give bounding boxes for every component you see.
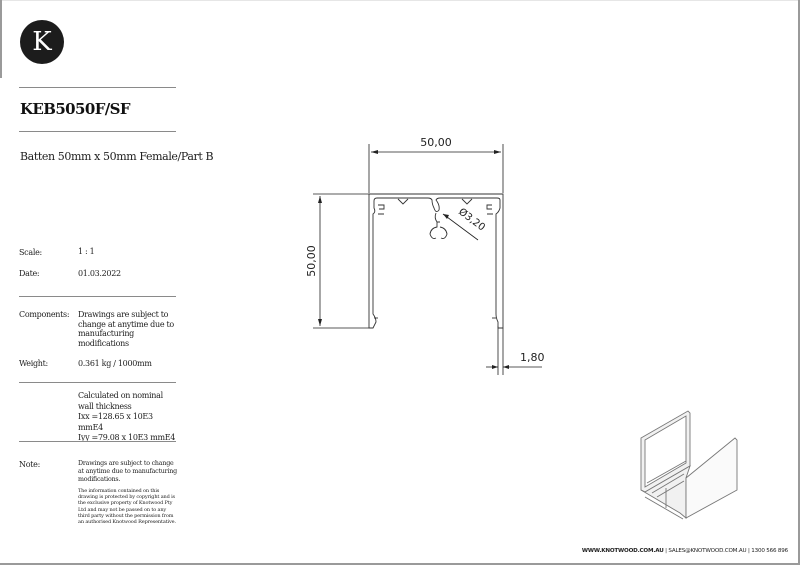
scale-value: 1 : 1 (78, 247, 95, 256)
footer-separator: | (663, 548, 669, 554)
calc-line-2: wall thickness (78, 401, 132, 411)
knotwood-logo: K (20, 20, 64, 64)
product-code: KEB5050F/SF (20, 100, 131, 118)
components-label: Components: (19, 310, 70, 319)
logo-letter: K (32, 27, 52, 57)
divider (19, 441, 176, 442)
footer-email[interactable]: SALES@KNOTWOOD.COM.AU (668, 548, 747, 554)
height-dimension: 50,00 (305, 245, 318, 277)
divider (19, 87, 176, 88)
footer-website[interactable]: WWW.KNOTWOOD.COM.AU (581, 548, 664, 554)
footer-separator: | (746, 548, 752, 554)
divider (19, 296, 176, 297)
calc-note: Calculated on nominal wall thickness Ixx… (78, 391, 178, 444)
width-dimension: 50,00 (420, 136, 452, 149)
calc-line-1: Calculated on nominal (78, 391, 163, 400)
isometric-render (640, 410, 738, 520)
weight-value: 0.361 kg / 1000mm (78, 359, 152, 368)
footer-contact: WWW.KNOTWOOD.COM.AU | SALES@KNOTWOOD.COM… (582, 548, 788, 554)
page-border-right (798, 0, 800, 565)
diameter-dimension: Ø3,20 (456, 206, 487, 234)
components-value: Drawings are subject to change at anytim… (78, 310, 174, 348)
product-description: Batten 50mm x 50mm Female/Part B (20, 150, 214, 163)
copyright-text: The information contained on this drawin… (78, 488, 176, 526)
page-border-top (0, 0, 800, 1)
weight-label: Weight: (19, 359, 48, 368)
date-value: 01.03.2022 (78, 269, 121, 278)
footer-phone: 1300 566 896 (751, 548, 788, 554)
page-border-left (0, 0, 2, 78)
divider (19, 382, 176, 383)
divider (19, 131, 176, 132)
date-label: Date: (19, 269, 40, 278)
ixx-value: Ixx =128.65 x 10E3 mmE4 (78, 412, 153, 432)
note-label: Note: (19, 460, 40, 469)
wall-thickness-dimension: 1,80 (520, 351, 545, 364)
note-value: Drawings are subject to change at anytim… (78, 460, 177, 483)
scale-label: Scale: (19, 248, 42, 257)
iyy-value: Iyy =79.08 x 10E3 mmE4 (78, 433, 176, 442)
page-border-bottom (0, 563, 800, 565)
